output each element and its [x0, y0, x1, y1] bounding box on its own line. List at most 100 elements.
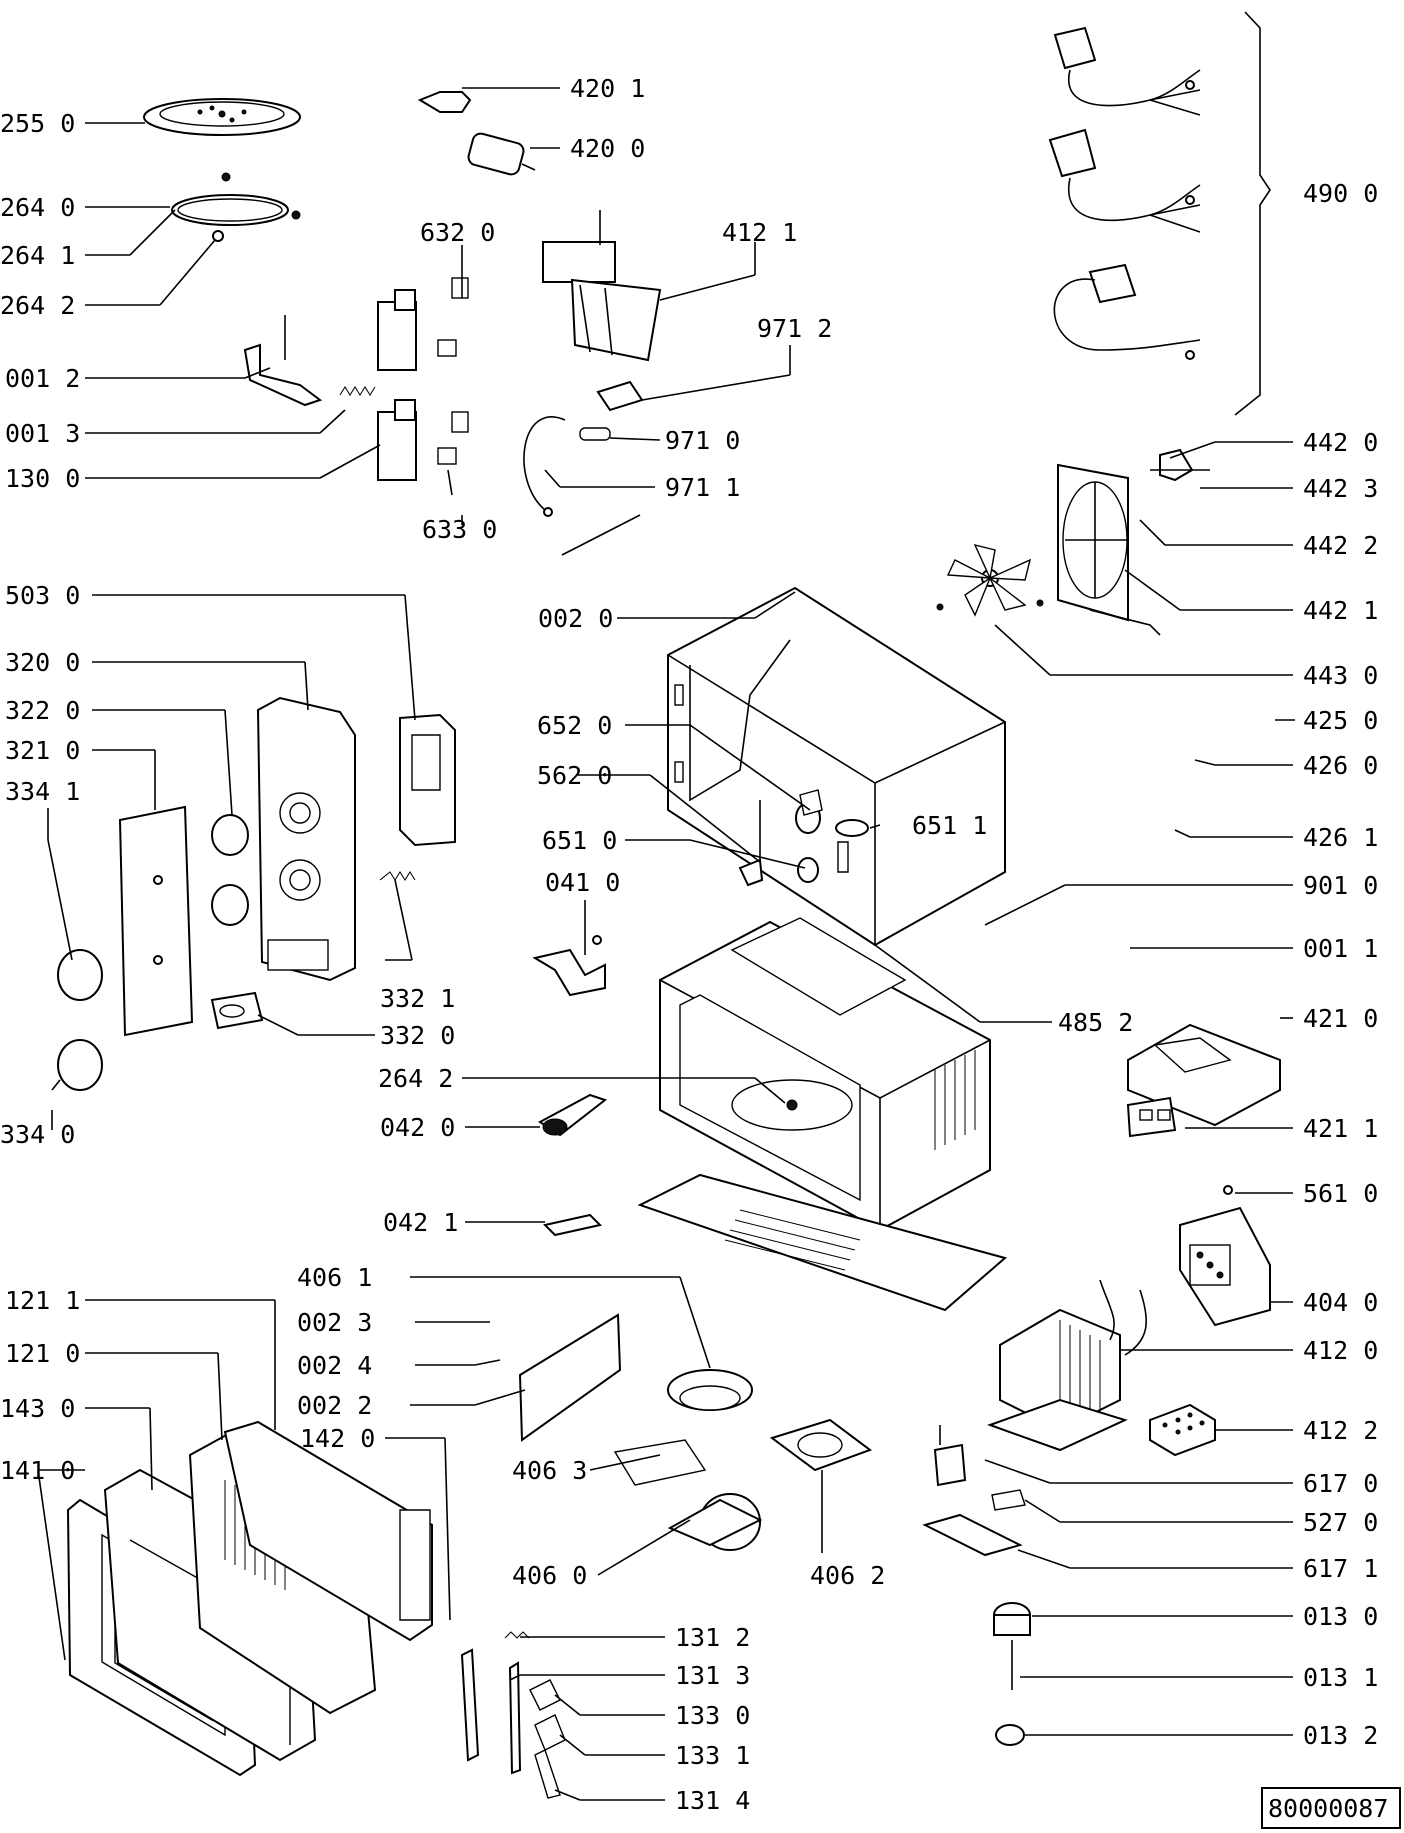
part-label: 443 0 [1303, 661, 1378, 690]
part-label: 426 0 [1303, 751, 1378, 780]
noise-filter [922, 1425, 1026, 1557]
part-label: 131 4 [675, 1786, 750, 1815]
part-label: 412 1 [722, 218, 797, 247]
part-label: 264 0 [0, 193, 75, 222]
oven-cavity [637, 917, 1008, 1312]
part-label: 130 0 [5, 464, 80, 493]
door-assembly [66, 1420, 433, 1777]
part-label: 442 0 [1303, 428, 1378, 457]
outer-cabinet [667, 586, 1006, 947]
part-label: 042 0 [380, 1113, 455, 1142]
part-label: 412 0 [1303, 1336, 1378, 1365]
part-label: 001 1 [1303, 934, 1378, 963]
part-label: 406 0 [512, 1561, 587, 1590]
part-label: 490 0 [1303, 179, 1378, 208]
part-label: 334 0 [0, 1120, 75, 1149]
part-label: 485 2 [1058, 1008, 1133, 1037]
hv-transformer [987, 1279, 1147, 1452]
part-label: 442 2 [1303, 531, 1378, 560]
part-label: 901 0 [1303, 871, 1378, 900]
part-label: 442 3 [1303, 474, 1378, 503]
part-label: 141 0 [0, 1456, 75, 1485]
part-label: 421 0 [1303, 1004, 1378, 1033]
thermal-cutouts [738, 789, 869, 887]
part-label: 651 1 [912, 811, 987, 840]
part-label: 133 1 [675, 1741, 750, 1770]
cooling-fan [936, 448, 1210, 636]
turntable-coupler [538, 1093, 608, 1237]
part-label: 426 1 [1303, 823, 1378, 852]
waveguide-parts [468, 1313, 873, 1551]
dial-plate-and-knobs [57, 805, 249, 1091]
part-label: 420 0 [570, 134, 645, 163]
hv-diode-block [1149, 1403, 1216, 1457]
part-label: 334 1 [5, 777, 80, 806]
part-label: 133 0 [675, 1701, 750, 1730]
part-label: 264 2 [0, 291, 75, 320]
part-label: 971 1 [665, 473, 740, 502]
part-label: 002 4 [297, 1351, 372, 1380]
door-release-button [210, 991, 264, 1030]
turntable-motor [993, 1602, 1031, 1746]
door-microswitches [377, 277, 469, 481]
part-label: 332 0 [380, 1021, 455, 1050]
part-label: 412 2 [1303, 1416, 1378, 1445]
part-label: 406 2 [810, 1561, 885, 1590]
part-label: 002 0 [538, 604, 613, 633]
part-label: 002 2 [297, 1391, 372, 1420]
part-label: 562 0 [537, 761, 612, 790]
part-label: 971 0 [665, 426, 740, 455]
magnetron [1179, 1185, 1271, 1327]
part-label: 632 0 [420, 218, 495, 247]
part-label: 404 0 [1303, 1288, 1378, 1317]
control-board [1126, 1023, 1281, 1138]
part-label: 527 0 [1303, 1508, 1378, 1537]
part-label: 042 1 [383, 1208, 458, 1237]
part-label: 617 1 [1303, 1554, 1378, 1583]
part-number-labels: 255 0 264 0 264 1 264 2 001 2 001 3 130 … [0, 74, 1378, 1815]
control-panel [256, 696, 456, 982]
part-label: 013 1 [1303, 1663, 1378, 1692]
part-label: 503 0 [5, 581, 80, 610]
part-label: 131 3 [675, 1661, 750, 1690]
part-label: 001 3 [5, 419, 80, 448]
part-label: 121 0 [5, 1339, 80, 1368]
door-latch-hooks [460, 1631, 566, 1799]
fuse-assembly [523, 380, 644, 556]
part-label: 143 0 [0, 1394, 75, 1423]
part-label: 442 1 [1303, 596, 1378, 625]
part-label: 561 0 [1303, 1179, 1378, 1208]
part-label: 321 0 [5, 736, 80, 765]
mounting-bracket [532, 935, 606, 997]
part-label: 255 0 [0, 109, 75, 138]
door-latch-bracket [243, 315, 376, 407]
roller-ring [171, 172, 301, 242]
document-number-box: 80000087 [1261, 1787, 1401, 1829]
turntable-plate [143, 98, 301, 136]
part-label: 425 0 [1303, 706, 1378, 735]
part-label: 320 0 [5, 648, 80, 677]
part-label: 617 0 [1303, 1469, 1378, 1498]
part-label: 633 0 [422, 515, 497, 544]
part-label: 121 1 [5, 1286, 80, 1315]
part-label: 142 0 [300, 1424, 375, 1453]
hv-capacitor [417, 91, 536, 176]
part-label: 041 0 [545, 868, 620, 897]
part-label: 013 0 [1303, 1602, 1378, 1631]
part-label: 264 2 [378, 1064, 453, 1093]
part-label: 651 0 [542, 826, 617, 855]
part-label: 420 1 [570, 74, 645, 103]
part-label: 652 0 [537, 711, 612, 740]
part-label: 421 1 [1303, 1114, 1378, 1143]
part-label: 013 2 [1303, 1721, 1378, 1750]
part-label: 971 2 [757, 314, 832, 343]
power-cords [1048, 11, 1271, 416]
waveguide-cover [542, 210, 662, 362]
part-label: 406 1 [297, 1263, 372, 1292]
part-label: 406 3 [512, 1456, 587, 1485]
part-label: 322 0 [5, 696, 80, 725]
part-label: 002 3 [297, 1308, 372, 1337]
part-label: 264 1 [0, 241, 75, 270]
part-label: 131 2 [675, 1623, 750, 1652]
